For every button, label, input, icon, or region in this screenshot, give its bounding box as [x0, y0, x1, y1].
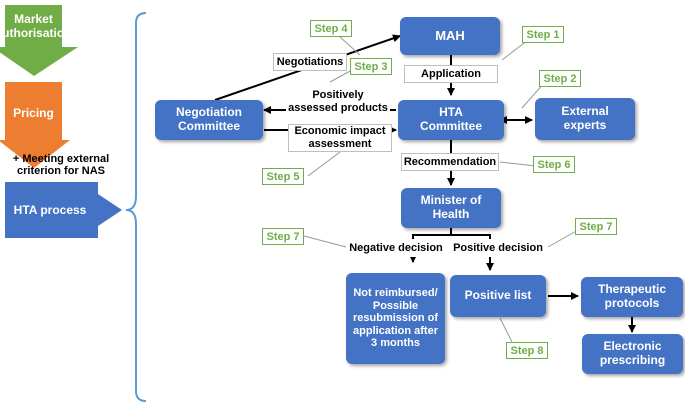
- hta-arrow-shape: [5, 182, 122, 238]
- node-negotiation-committee: Negotiation Committee: [155, 100, 263, 140]
- step-3: Step 3: [350, 58, 392, 75]
- node-minister-of-health: Minister of Health: [401, 188, 501, 228]
- label-negotiations: Negotiations: [273, 53, 347, 71]
- callout-step8: [499, 317, 513, 343]
- sidebar-pricing: Pricing: [13, 105, 54, 120]
- callout-step7b: [547, 229, 579, 248]
- label-positively-assessed: Positively assessed products: [286, 88, 390, 116]
- pricing-arrow-shape: [0, 82, 70, 168]
- step-4: Step 4: [310, 20, 352, 37]
- sidebar-nas-note: + Meeting external criterion for NAS: [12, 152, 110, 177]
- step-8: Step 8: [506, 342, 548, 359]
- callout-step3: [329, 69, 353, 83]
- step-5: Step 5: [262, 168, 304, 185]
- label-recommendation: Recommendation: [401, 153, 499, 171]
- label-negative-decision: Negative decision: [346, 239, 446, 257]
- step-2: Step 2: [539, 70, 581, 87]
- callout-step5: [307, 151, 341, 177]
- label-application: Application: [404, 65, 498, 83]
- step-7-negative: Step 7: [262, 228, 304, 245]
- label-economic-impact: Economic impact assessment: [288, 124, 392, 152]
- bracket-line: [125, 12, 147, 402]
- node-electronic-prescribing: Electronic prescribing: [582, 334, 683, 374]
- node-external-experts: External experts: [535, 98, 635, 140]
- node-not-reimbursed: Not reimbursed/ Possible resubmission of…: [346, 273, 445, 364]
- callout-step1: [501, 39, 529, 61]
- step-7-positive: Step 7: [575, 218, 617, 235]
- node-positive-list: Positive list: [450, 275, 546, 317]
- sidebar-hta-process: HTA process: [13, 202, 87, 217]
- label-positive-decision: Positive decision: [450, 239, 546, 257]
- node-therapeutic-protocols: Therapeutic protocols: [581, 277, 683, 317]
- node-mah: MAH: [400, 17, 500, 55]
- sidebar-market-authorisation: Market authorisation: [0, 11, 72, 40]
- branch-line-positive: [451, 234, 494, 271]
- node-hta-committee: HTA Committee: [398, 100, 504, 140]
- step-6: Step 6: [533, 156, 575, 173]
- market-arrow-shape: [0, 5, 78, 76]
- callout-step7a: [303, 235, 347, 248]
- callout-step6: [499, 161, 537, 167]
- step-1: Step 1: [522, 26, 564, 43]
